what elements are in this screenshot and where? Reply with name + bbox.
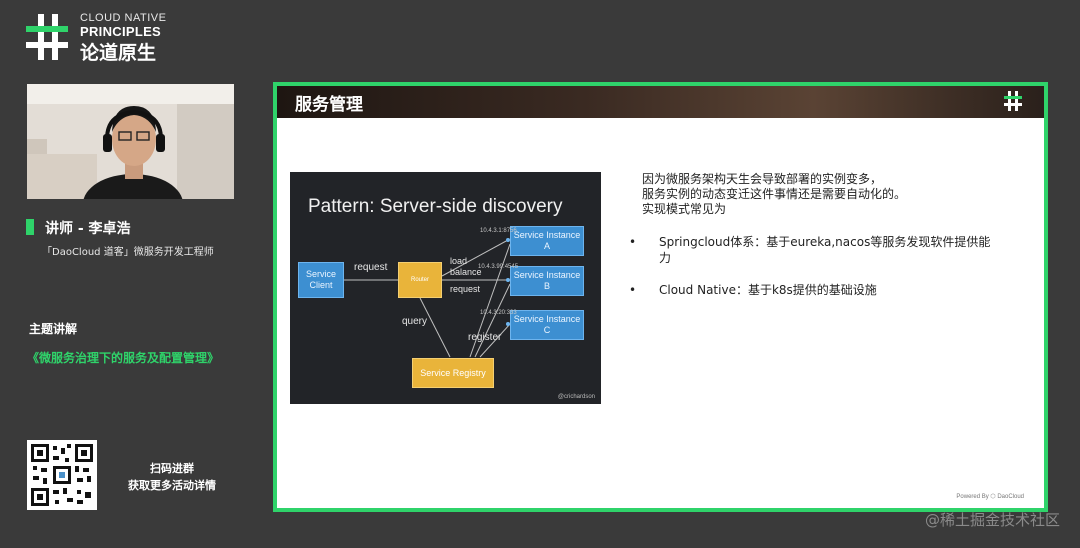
speaker-accent-bar <box>26 219 34 235</box>
diagram-connectors <box>344 238 511 358</box>
qr-code[interactable] <box>27 440 97 510</box>
qr-caption: 扫码进群 获取更多活动详情 <box>112 460 232 494</box>
hash-logo-icon <box>26 14 68 60</box>
service-client-box: Service Client <box>298 262 344 298</box>
slide-frame: 服务管理 Pattern: Server-side discovery Serv… <box>273 82 1048 512</box>
brand-line-2: PRINCIPLES <box>80 24 162 39</box>
hash-logo-icon <box>1004 91 1022 111</box>
service-instance-b-box: Service Instance B <box>510 266 584 296</box>
label-register: register <box>468 332 502 343</box>
ip-instance-c: 10.4.3.20:333 <box>480 310 517 316</box>
topic-value: 《微服务治理下的服务及配置管理》 <box>27 351 220 365</box>
bullet-text: Springcloud体系：基于eureka,nacos等服务发现软件提供能力 <box>659 235 991 265</box>
service-registry-box: Service Registry <box>412 358 494 388</box>
speaker-title: 「DaoCloud 道客」微服务开发工程师 <box>42 247 214 258</box>
slide-header: 服务管理 <box>277 86 1044 118</box>
bullet-text: Cloud Native：基于k8s提供的基础设施 <box>659 283 877 297</box>
diagram-credit: @crichardson <box>557 394 595 400</box>
intro-line-1: 因为微服务架构天生会导致部署的实例变多， <box>642 172 883 186</box>
service-instance-a-box: Service Instance A <box>510 226 584 256</box>
label-request: request <box>354 262 388 273</box>
intro-line-3: 实现模式常见为 <box>642 202 727 216</box>
qr-caption-line-1: 扫码进群 <box>150 462 194 475</box>
label-query: query <box>402 316 428 327</box>
ip-instance-b: 10.4.3.99:4545 <box>478 264 519 270</box>
brand-logo: CLOUD NATIVE PRINCIPLES 论道原生 <box>26 12 206 64</box>
qr-code-icon <box>31 444 93 506</box>
bullet-dot: • <box>629 235 637 249</box>
ip-instance-a: 10.4.3.1:8756 <box>480 228 517 234</box>
qr-caption-line-2: 获取更多活动详情 <box>128 479 216 492</box>
intro-line-2: 服务实例的动态变迁这件事情还是需要自动化的。 <box>642 187 907 201</box>
label-request-2: request <box>450 284 481 294</box>
label-load-balance: load balance <box>450 256 482 277</box>
slide-title: 服务管理 <box>295 95 363 115</box>
diagram-title: Pattern: Server-side discovery <box>308 196 563 217</box>
brand-line-3: 论道原生 <box>80 42 157 64</box>
service-instance-c-box: Service Instance C <box>510 310 584 340</box>
brand-line-1: CLOUD NATIVE <box>80 12 167 24</box>
server-side-discovery-diagram: Pattern: Server-side discovery Service C… <box>290 172 601 404</box>
speaker-name: 讲师 - 李卓浩 <box>45 221 131 237</box>
watermark: @稀土掘金技术社区 <box>924 511 1060 529</box>
router-box: Router <box>398 262 442 298</box>
speaker-portrait <box>27 84 234 199</box>
powered-by: Powered By ⬡ DaoCloud <box>956 494 1024 500</box>
topic-label: 主题讲解 <box>29 322 78 336</box>
speaker-video <box>27 84 234 199</box>
bullet-dot: • <box>629 283 637 297</box>
slide-intro: 因为微服务架构天生会导致部署的实例变多， 服务实例的动态变迁这件事情还是需要自动… <box>642 172 1012 217</box>
